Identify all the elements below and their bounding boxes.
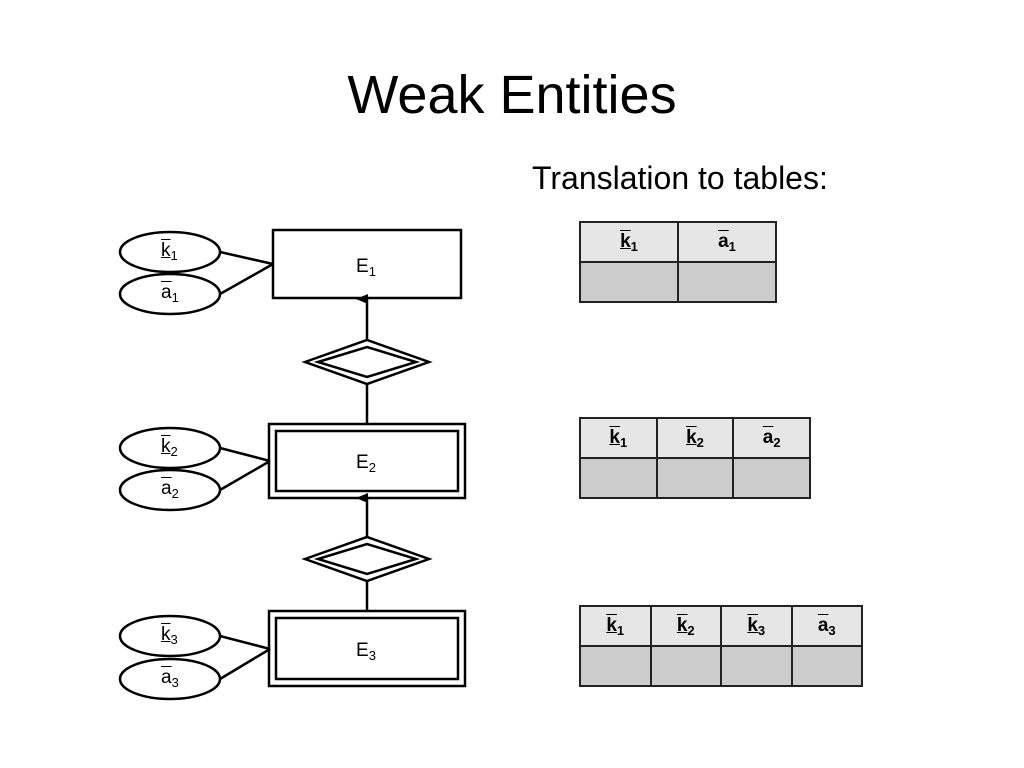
table-header-cell: k3: [720, 605, 793, 647]
table-header-cell: a1: [677, 221, 777, 263]
identifying-relationship-1: [301, 338, 433, 386]
line-a3-e3: [219, 647, 271, 681]
entity-e3-box: [267, 609, 467, 688]
table-cell: [790, 645, 863, 687]
slide-title: Weak Entities: [347, 65, 677, 125]
table-cell: [655, 457, 735, 499]
table-header-cell: k2: [655, 417, 735, 459]
table-header-cell: a3: [790, 605, 863, 647]
table-cell: [649, 645, 722, 687]
attribute-k3-label: k3: [161, 624, 178, 647]
table-cell: [720, 645, 793, 687]
table-e1: k1 a1: [579, 221, 777, 303]
table-cell: [579, 457, 658, 499]
entity-e1-label: E1: [356, 256, 376, 279]
table-header-cell: k1: [579, 605, 652, 647]
line-k3-e3: [219, 634, 271, 651]
table-cell: [732, 457, 811, 499]
attribute-k1-label: k1: [161, 240, 178, 263]
entity-e2-label: E2: [356, 452, 376, 475]
attribute-a3-label: a3: [161, 667, 179, 690]
line-a2-e2: [219, 459, 271, 492]
table-data-row: [579, 457, 811, 499]
table-header-row: k1 a1: [579, 221, 777, 263]
table-cell: [579, 261, 679, 303]
attribute-k2-label: k2: [161, 436, 178, 459]
table-e2: k1 k2 a2: [579, 417, 811, 499]
table-cell: [579, 645, 652, 687]
table-header-cell: a2: [732, 417, 811, 459]
line-k2-e2: [219, 446, 271, 463]
table-header-cell: k2: [649, 605, 722, 647]
table-cell: [677, 261, 777, 303]
table-data-row: [579, 645, 863, 687]
table-header-row: k1 k2 a2: [579, 417, 811, 459]
table-header-cell: k1: [579, 221, 679, 263]
line-a1-e1: [219, 262, 274, 296]
attribute-a1-label: a1: [161, 282, 179, 305]
entity-e3-label: E3: [356, 640, 376, 663]
identifying-relationship-2: [301, 535, 433, 583]
line-k1-e1: [219, 250, 274, 266]
table-e3: k1 k2 k3 a3: [579, 605, 863, 687]
slide-subtitle: Translation to tables:: [532, 160, 828, 196]
table-header-row: k1 k2 k3 a3: [579, 605, 863, 647]
table-header-cell: k1: [579, 417, 658, 459]
table-data-row: [579, 261, 777, 303]
attribute-a2-label: a2: [161, 478, 179, 501]
